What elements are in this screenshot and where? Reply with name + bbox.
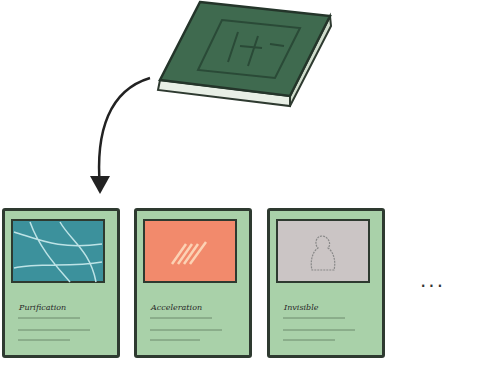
card-title: Purification [19, 303, 66, 312]
book-emblem [228, 32, 284, 66]
book-emblem [198, 20, 300, 78]
power-card: Purification [2, 208, 120, 358]
book-pages [158, 80, 290, 106]
card-title: Invisible [284, 303, 318, 312]
arrow-head [90, 176, 110, 194]
book-cover [160, 2, 330, 96]
power-card: Invisible [267, 208, 385, 358]
book-spine [290, 16, 331, 106]
curved-arrow [99, 78, 150, 188]
ellipsis-label: ... [420, 268, 445, 292]
power-card: Acceleration [134, 208, 252, 358]
card-title: Acceleration [151, 303, 202, 312]
